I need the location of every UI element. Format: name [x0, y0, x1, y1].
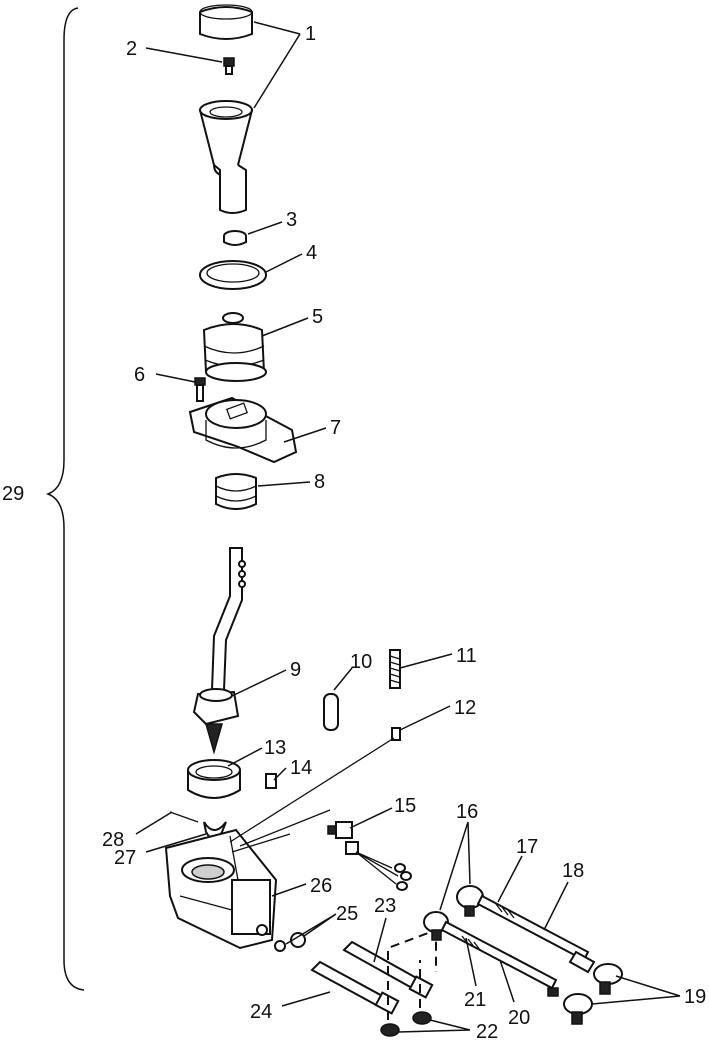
- callout-17: 17: [516, 836, 538, 858]
- part-14-setscrew: [265, 773, 277, 789]
- part-7-housing: [188, 396, 298, 464]
- callout-6: 6: [134, 364, 145, 386]
- part-6-bolt: [194, 377, 206, 402]
- callout-3: 3: [286, 209, 297, 231]
- leader-8: [257, 481, 311, 487]
- callout-20: 20: [508, 1007, 530, 1029]
- part-22-nuts: [380, 1011, 432, 1037]
- leader-24: [281, 991, 331, 1007]
- leader-18: [543, 881, 569, 931]
- leader-16: [439, 821, 471, 911]
- leader-1: [253, 21, 301, 109]
- part-3-plug: [223, 230, 247, 246]
- leader-3: [247, 221, 283, 235]
- callout-2: 2: [126, 38, 137, 60]
- leader-19: [591, 975, 681, 1005]
- leader-27: [145, 833, 207, 853]
- callout-14: 14: [290, 757, 312, 779]
- part-19-balljoints: [547, 963, 623, 1025]
- leader-11: [399, 653, 453, 669]
- part-11-spring: [389, 649, 401, 689]
- leader-10: [333, 667, 353, 691]
- leader-20: [499, 959, 515, 1003]
- part-5-boot: [202, 312, 267, 382]
- leader-14: [273, 767, 287, 781]
- leader-28: [135, 811, 173, 835]
- callout-25: 25: [336, 903, 358, 925]
- callout-1: 1: [305, 23, 316, 45]
- leader-17: [497, 855, 523, 903]
- alignment-dashed-left: [387, 928, 437, 1020]
- callout-29: 29: [2, 483, 24, 505]
- leader-9: [231, 669, 287, 697]
- part-24-rod: [310, 960, 400, 1015]
- callout-26: 26: [310, 875, 332, 897]
- leader-6: [155, 373, 196, 383]
- part-15-switch: [327, 821, 412, 891]
- callout-12: 12: [454, 697, 476, 719]
- callout-15: 15: [394, 795, 416, 817]
- leader-25: [285, 913, 337, 945]
- part-26-body: [164, 828, 278, 950]
- linkage-wire: [229, 737, 395, 853]
- leader-13: [227, 747, 263, 767]
- callout-18: 18: [562, 860, 584, 882]
- part-1-knob: [198, 4, 254, 214]
- leader-15: [349, 807, 393, 829]
- callout-24: 24: [250, 1001, 272, 1023]
- part-2-screw: [223, 57, 235, 75]
- part-8-bushing: [215, 473, 257, 510]
- leader-22: [397, 1019, 471, 1033]
- callout-13: 13: [264, 737, 286, 759]
- callout-19: 19: [684, 986, 706, 1008]
- callout-22: 22: [476, 1021, 498, 1041]
- part-10-pin: [323, 693, 339, 731]
- callout-8: 8: [314, 471, 325, 493]
- callout-11: 11: [456, 645, 477, 667]
- leader-7: [283, 427, 327, 443]
- leader-21: [465, 937, 477, 987]
- leader-26: [271, 883, 307, 897]
- callout-7: 7: [330, 417, 341, 439]
- leader-5: [261, 317, 309, 337]
- callout-28: 28: [102, 829, 124, 851]
- part-20-21-tierod: [423, 911, 558, 990]
- callout-27: 27: [114, 847, 136, 869]
- callout-9: 9: [290, 659, 301, 681]
- callout-21: 21: [464, 989, 486, 1011]
- callout-16: 16: [456, 801, 478, 823]
- part-17-18-tierod: [456, 885, 596, 974]
- leader-12: [399, 705, 451, 731]
- part-28-pin: [169, 811, 199, 823]
- assembly-bracket: [45, 7, 85, 991]
- leader-2: [145, 47, 223, 63]
- part-9-lever: [192, 547, 246, 755]
- callout-10: 10: [350, 651, 372, 673]
- part-13-collar: [187, 759, 241, 799]
- part-4-ring: [199, 260, 267, 290]
- part-25-washers: [274, 932, 306, 952]
- part-12-detent: [391, 727, 401, 741]
- callout-23: 23: [374, 895, 396, 917]
- callout-5: 5: [312, 306, 323, 328]
- leader-4: [265, 253, 303, 273]
- callout-4: 4: [306, 242, 317, 264]
- leader-23: [373, 917, 387, 963]
